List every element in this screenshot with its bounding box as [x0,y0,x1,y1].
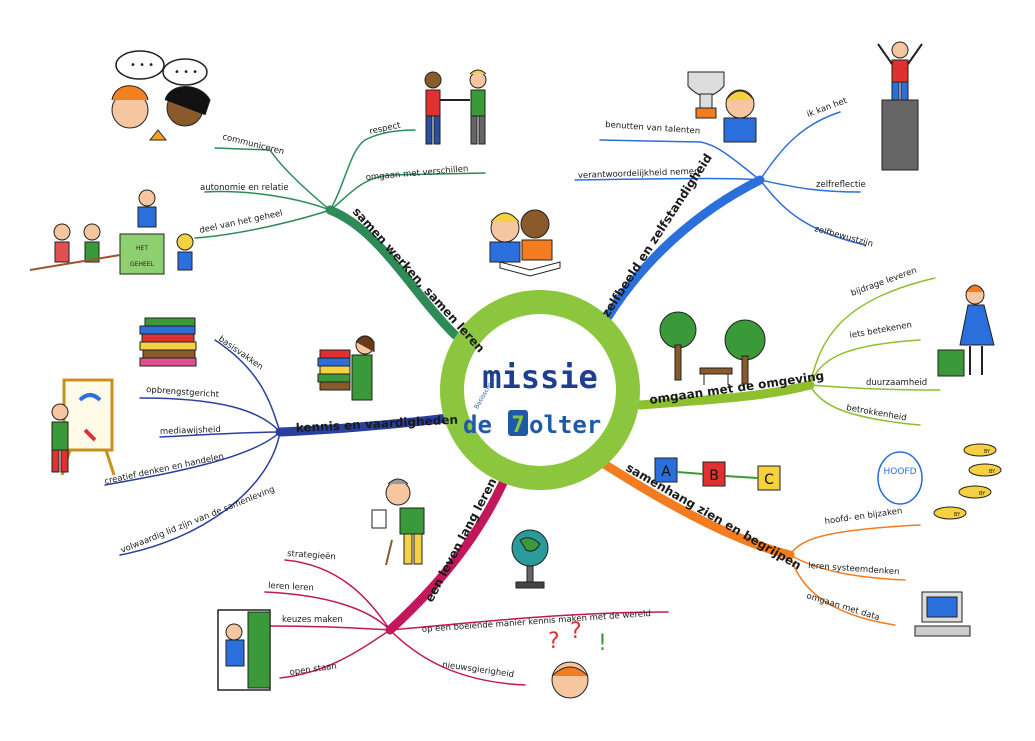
item-keuzes-maken: keuzes maken [282,615,343,625]
item-omgaan-verschillen: omgaan met verschillen [365,164,468,183]
item-open-staan: open staan [289,661,337,678]
reading-kids-illustration [489,209,561,277]
item-iets-betekenen: iets betekenen [849,320,913,341]
item-communiceren: communiceren [221,132,285,157]
logo-text-left: de [463,411,492,439]
item-talenten: benutten van talenten [605,120,701,137]
item-nieuwsgierigheid: nieuwsgierigheid [442,660,515,680]
item-creatief-denken: creatief denken en handelen [104,452,225,487]
item-strategieen: strategieën [287,549,336,562]
branch-lines [104,111,941,686]
item-omgaan-data: omgaan met data [805,591,881,623]
svg-text:GEHEEL: GEHEEL [130,261,155,268]
grandpa-illustration [371,478,425,566]
hoofd-bees-illustration: HOOFD BY BY BY BY [877,443,1002,520]
item-zelfreflectie: zelfreflectie [816,180,866,190]
question-mark-2: ? [570,619,582,644]
books-carrier-illustration [317,335,375,401]
question-mark-1: ? [548,629,560,654]
item-mediawijsheid: mediawijsheid [160,425,221,437]
item-respect: respect [369,120,403,136]
item-verantwoordelijkheid: verantwoordelijkheid nemen [578,167,700,181]
item-duurzaamheid: duurzaamheid [866,378,927,388]
painter-illustration [51,378,116,476]
item-leren-leren: leren leren [268,581,314,593]
hoofd-bubble-text: HOOFD [883,467,916,477]
logo-numeral: 7 [511,413,524,438]
podium-illustration [877,41,923,171]
book-stack-illustration [139,317,197,367]
block-a: A [661,464,671,480]
bee-label: BY [984,449,991,455]
bee-label: BY [989,469,996,475]
svg-text:• • •: • • • [130,60,154,71]
trophy-illustration [687,71,757,143]
item-volwaardig-lid: volwaardig lid zijn van de samenleving [119,485,276,556]
item-betrokkenheid: betrokkenheid [845,403,907,423]
het-geheel-illustration: HET GEHEEL [29,189,194,275]
item-zelfbewustzijn: zelfbewustzijn [813,224,874,249]
bee-label: BY [954,512,961,518]
computer-illustration [914,591,971,637]
bee-label: BY [979,491,986,497]
handshake-illustration [424,69,487,145]
exclamation-mark: ! [598,631,607,656]
block-c: C [764,472,774,488]
door-illustration [217,609,271,691]
globe-illustration [511,529,549,589]
item-hoofd-bijzaken: hoofd- en bijzaken [824,506,903,527]
school-logo: de 7 olter Basisschool [463,376,601,439]
branch-label-leven: een leven lang leren [422,476,499,605]
item-autonomie: autonomie en relatie [200,183,289,193]
item-basisvakken: basisvakken [216,334,265,372]
abc-blocks-illustration: A B C [654,457,781,491]
central-node: missie de 7 olter Basisschool [440,290,640,490]
item-boeiende-manier: op een boeiende manier kennis maken met … [422,609,652,635]
curious-kid-illustration: ? ? ! [548,619,607,699]
central-title: missie [482,358,598,396]
svg-text:HET: HET [136,245,148,252]
block-b: B [709,468,719,484]
talking-faces-illustration: • • • • • • [111,50,211,141]
branch-label-samen: samen werken, samen leren [350,205,488,356]
svg-text:• • •: • • • [174,67,198,78]
logo-text-right: olter [529,411,601,439]
branch-label-kennis: kennis en vaardigheden [295,413,458,435]
watering-girl-illustration [937,284,995,377]
trees-illustration [659,311,766,385]
